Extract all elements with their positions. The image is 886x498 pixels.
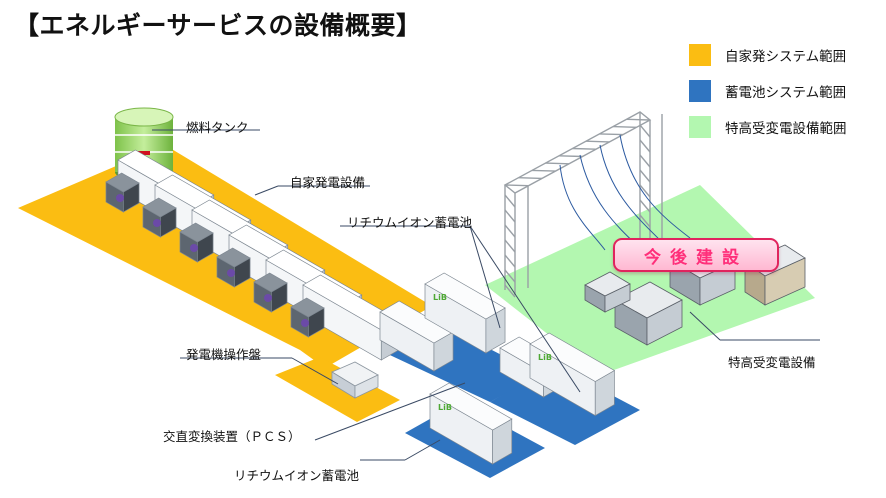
page-title: 【エネルギーサービスの設備概要】 (14, 11, 422, 40)
callout-fuel-tank: 燃料タンク (186, 120, 249, 135)
generator-engine (142, 197, 177, 238)
generator-engine (290, 297, 325, 338)
future-construction-badge: 今後建設 (613, 238, 779, 272)
callout-lithium-top: リチウムイオン蓄電池 (347, 215, 473, 230)
callout-pcs: 交直変換装置（ＰＣＳ） (163, 429, 301, 444)
battery-module-bottom (429, 382, 513, 465)
battery-module-right (529, 332, 616, 417)
lib-mark: LiB (438, 403, 452, 412)
control-panel-area (275, 357, 400, 422)
control-panel (331, 361, 379, 399)
generator-fan-icon (264, 294, 272, 302)
legend-swatch-substation (689, 116, 711, 138)
generator-engine (253, 272, 288, 313)
callout-control-panel: 発電機操作盤 (186, 347, 262, 362)
steel-gantry (503, 111, 691, 298)
generator-units (105, 149, 400, 361)
legend: 自家発システム範囲 蓄電池システム範囲 特高受変電設備範囲 (689, 43, 847, 151)
legend-item-substation: 特高受変電設備範囲 (689, 115, 847, 139)
generator-engine (179, 222, 214, 263)
generator-fan-icon (116, 194, 124, 202)
battery-module-top (424, 272, 506, 354)
callout-lithium-bottom: リチウムイオン蓄電池 (234, 468, 360, 483)
legend-swatch-generator (689, 44, 711, 66)
legend-label-substation: 特高受変電設備範囲 (725, 121, 847, 137)
callout-substation: 特高受変電設備 (728, 355, 816, 370)
generator-fan-icon (227, 269, 235, 277)
legend-label-battery: 蓄電池システム範囲 (725, 85, 847, 101)
substation-area (485, 185, 815, 375)
generator-engine (105, 172, 140, 213)
legend-label-generator: 自家発システム範囲 (725, 49, 847, 65)
legend-item-generator: 自家発システム範囲 (689, 43, 847, 67)
pcs-container (379, 300, 454, 372)
legend-item-battery: 蓄電池システム範囲 (689, 79, 847, 103)
battery-modules: LiB LiB LiB (379, 272, 616, 465)
generator-fan-icon (301, 319, 309, 327)
lib-mark: LiB (433, 293, 447, 302)
callout-generator: 自家発電設備 (290, 175, 366, 190)
lib-mark: LiB (538, 353, 552, 362)
legend-swatch-battery (689, 80, 711, 102)
leader-lines (152, 129, 820, 461)
generator-fan-icon (190, 244, 198, 252)
generator-fan-icon (153, 219, 161, 227)
